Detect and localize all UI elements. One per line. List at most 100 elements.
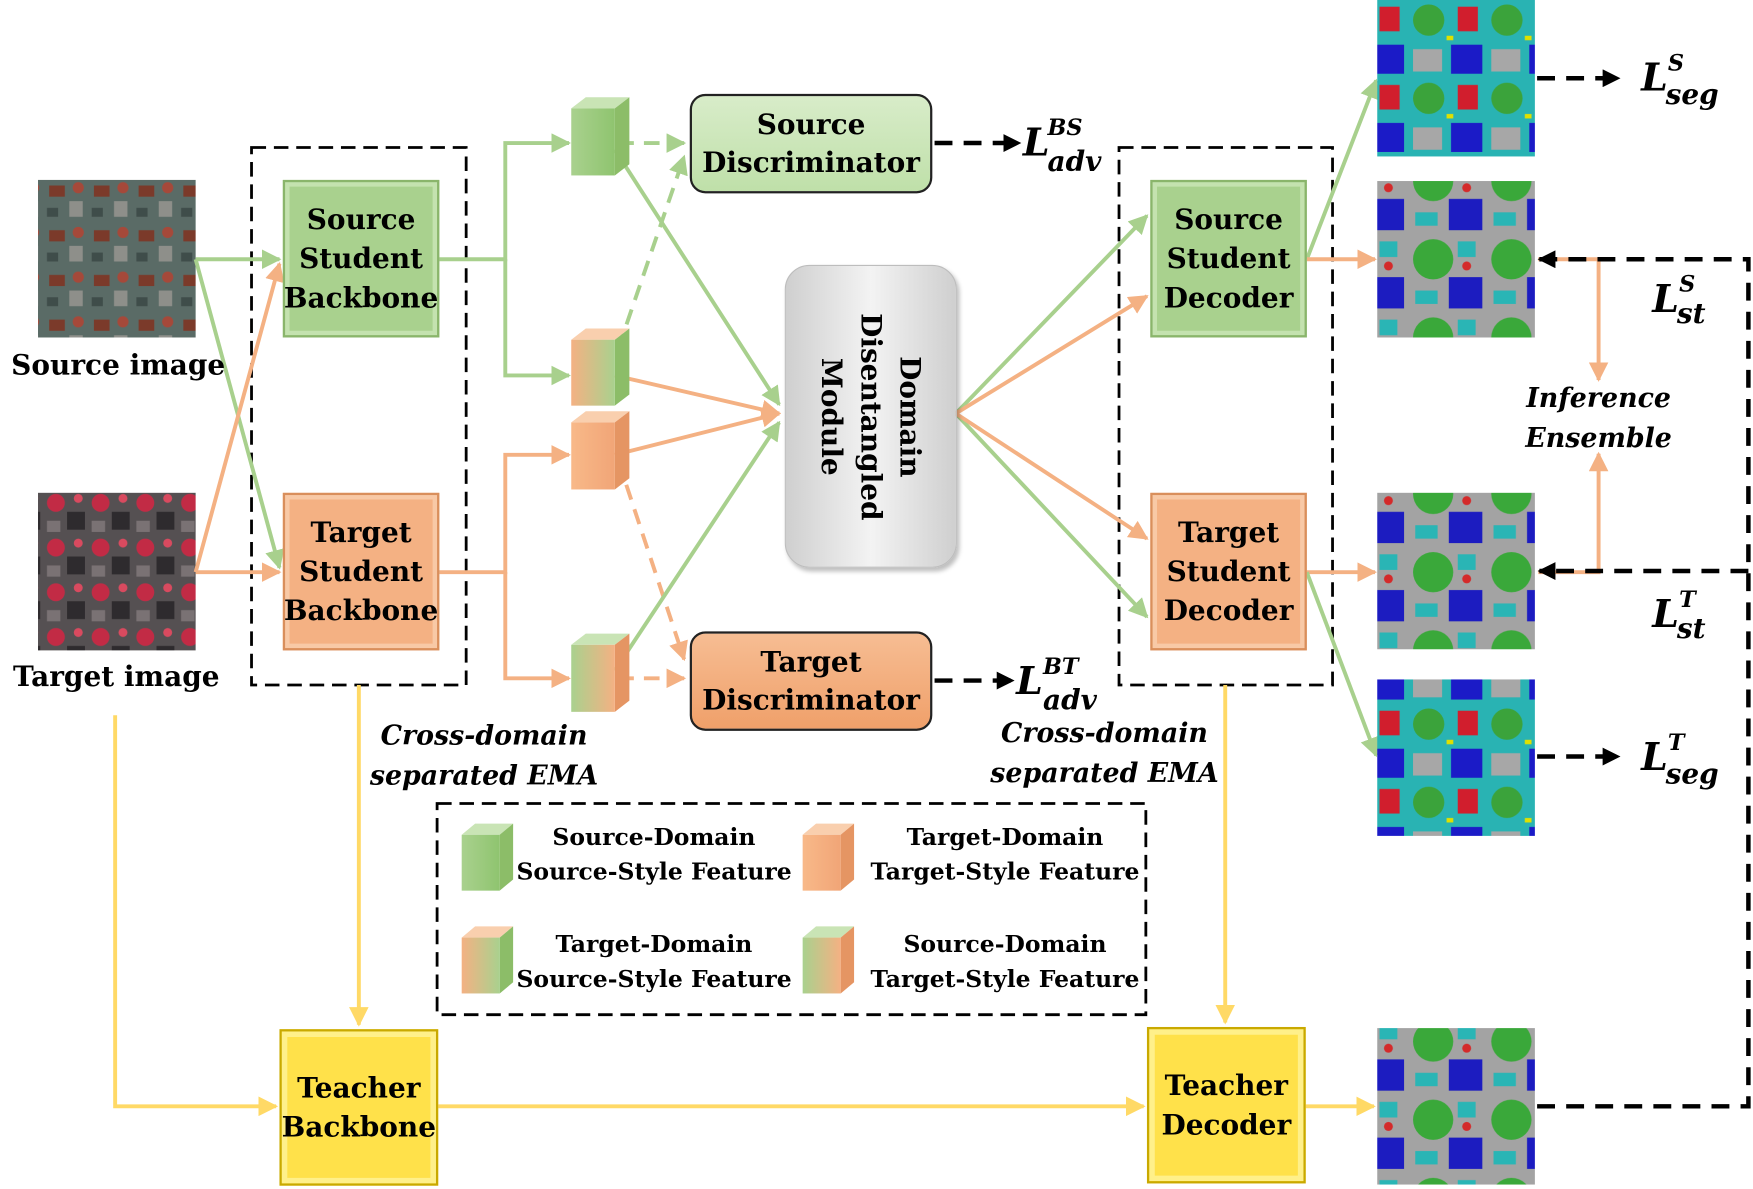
text-line: Student — [1166, 242, 1291, 275]
source-image-label: Source image — [11, 348, 226, 382]
text-line: Source — [306, 203, 416, 236]
text-line: Backbone — [281, 1110, 437, 1144]
source-student-backbone: Source Student Backbone — [282, 179, 440, 338]
text-line: Source-Style Feature — [516, 857, 792, 886]
loss-symbol: L — [1016, 659, 1043, 705]
source-image-thumbnail — [38, 179, 196, 338]
loss-subscript: seg — [1665, 78, 1719, 111]
text-line: Target-Style Feature — [870, 964, 1140, 993]
loss-symbol: L — [1641, 55, 1668, 101]
legend-cube-orange — [802, 823, 855, 891]
st-feature-to-ddm-arrow — [613, 420, 781, 672]
text-line: Decoder — [1161, 1108, 1292, 1141]
loss-subscript: adv — [1043, 683, 1097, 717]
loss-superscript: BS — [1047, 113, 1083, 141]
ss-feature-to-ddm-arrow — [613, 148, 781, 407]
text-line: Student — [299, 555, 424, 588]
text-line: Ensemble — [1525, 421, 1672, 454]
loss-seg-s: L S seg — [1641, 49, 1730, 119]
loss-st-t: L T st — [1652, 586, 1730, 655]
source-discriminator: Source Discriminator — [689, 93, 933, 194]
target-student-backbone: Target Student Backbone — [282, 492, 440, 651]
text-line: Source-Domain — [552, 822, 756, 851]
text-line: Student — [299, 242, 424, 275]
source-backbone-to-ts-feature-arrow — [503, 259, 571, 386]
text-line: Backbone — [283, 281, 439, 315]
inference-from-target-arrow — [1538, 451, 1609, 575]
teacher-decoder: Teacher Decoder — [1146, 1026, 1306, 1184]
ddm-text: Domain Disentangled Module — [786, 266, 956, 567]
text-line: Inference — [1526, 381, 1671, 414]
text-line: Discriminator — [702, 145, 920, 179]
text-line: Disentangled — [854, 312, 888, 520]
loss-subscript: st — [1676, 612, 1706, 645]
text-line: Target-Domain — [906, 822, 1104, 851]
domain-disentangled-module: Domain Disentangled Module — [784, 264, 957, 568]
ema-label-right: Cross-domain separated EMA — [976, 713, 1233, 793]
target-student-decoder: Target Student Decoder — [1150, 492, 1307, 651]
seg-map-target-gt — [1377, 679, 1535, 836]
loss-st-s: L S st — [1652, 270, 1730, 340]
loss-superscript: T — [1679, 585, 1696, 613]
tt-feature-to-ddm-arrow — [614, 408, 782, 457]
legend-cube-green-orange — [802, 926, 855, 994]
loss-superscript: S — [1679, 270, 1696, 298]
ddm-to-target-decoder-orange-arrow — [954, 411, 1149, 541]
text-line: Discriminator — [702, 683, 920, 716]
text-line: Module — [815, 357, 848, 476]
feature-st-cube — [571, 633, 630, 712]
feature-ts-cube — [571, 328, 630, 406]
seg-map-source-gt — [1377, 0, 1535, 157]
inference-ensemble-label: Inference Ensemble — [1498, 378, 1699, 458]
loss-superscript: T — [1667, 728, 1685, 756]
text-line: Cross-domain — [380, 718, 588, 751]
text-line: Target — [310, 516, 412, 549]
loss-superscript: BT — [1043, 652, 1079, 680]
source-student-decoder: Source Student Decoder — [1150, 179, 1307, 338]
loss-symbol: L — [1022, 120, 1050, 166]
feature-ss-cube — [571, 97, 630, 176]
text-line: Source — [1174, 203, 1283, 236]
loss-symbol: L — [1652, 592, 1679, 637]
pseudo-label-loop-source — [1537, 250, 1751, 1109]
legend-cube-orange-green — [461, 926, 514, 994]
ts-feature-to-source-disc-arrow — [616, 154, 688, 350]
feature-tt-cube — [571, 411, 630, 490]
text-line: Target — [760, 645, 862, 679]
pred-map-source-decoder — [1377, 181, 1535, 338]
source-decoder-to-seg-s-arrow — [1305, 78, 1379, 260]
pseudo-label-map — [1377, 1028, 1535, 1185]
legend-item-target-target: Target-Domain Target-Style Feature — [865, 819, 1144, 888]
text-line: Backbone — [283, 594, 439, 627]
legend-cube-green — [461, 823, 514, 891]
text-line: Cross-domain — [1001, 716, 1208, 749]
text-line: Decoder — [1163, 594, 1294, 627]
loss-symbol: L — [1652, 277, 1679, 322]
text-line: Source-Style Feature — [516, 964, 792, 993]
text-line: Target-Domain — [555, 929, 753, 958]
legend-item-source-source: Source-Domain Source-Style Feature — [516, 819, 791, 888]
target-image-to-teacher-arrow — [113, 715, 279, 1117]
teacher-backbone: Teacher Backbone — [279, 1029, 439, 1186]
loss-adv-t: L BT adv — [1016, 653, 1117, 722]
text-line: Source — [756, 108, 866, 141]
loss-subscript: st — [1676, 297, 1706, 330]
loss-adv-s: L BS adv — [1022, 114, 1124, 184]
ema-label-left: Cross-domain separated EMA — [355, 715, 612, 795]
ts-feature-to-ddm-arrow — [614, 373, 782, 420]
target-backbone-to-st-feature-arrow — [503, 572, 571, 689]
loss-symbol: L — [1641, 735, 1668, 781]
legend-item-target-source: Target-Domain Source-Style Feature — [516, 926, 791, 995]
text-line: Teacher — [297, 1071, 421, 1105]
text-line: Domain — [893, 355, 927, 477]
text-line: Target-Style Feature — [870, 857, 1140, 886]
text-line: Student — [1166, 555, 1291, 588]
loss-subscript: adv — [1047, 145, 1102, 178]
text-line: Source-Domain — [903, 929, 1107, 958]
legend-item-source-target: Source-Domain Target-Style Feature — [865, 926, 1144, 995]
text-line: Decoder — [1163, 281, 1294, 315]
text-line: Target — [1177, 516, 1280, 549]
target-image-thumbnail — [38, 492, 196, 651]
target-decoder-to-seg-t-arrow — [1304, 571, 1380, 758]
